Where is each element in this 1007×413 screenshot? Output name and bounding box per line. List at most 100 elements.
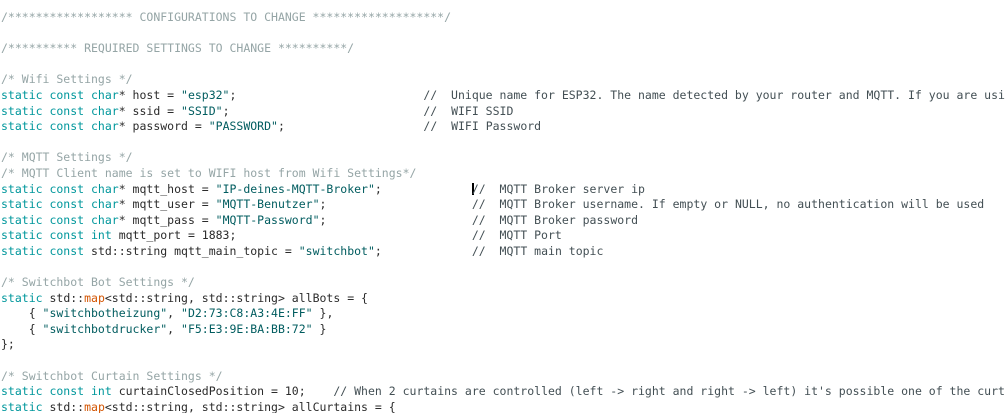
code-token-pl: ; <box>374 243 382 258</box>
code-token-pl <box>306 384 334 398</box>
code-token-c2: // MQTT Broker password <box>471 212 639 227</box>
code-token-kw: static const char <box>1 119 119 134</box>
code-line[interactable] <box>1 57 1007 73</box>
code-line[interactable]: /* Wifi Settings */ <box>1 72 1007 88</box>
code-line[interactable]: static const int curtainClosedPosition =… <box>1 384 1007 400</box>
code-token-pl: }; <box>1 337 15 352</box>
code-line[interactable]: static const char* mqtt_user = "MQTT-Ben… <box>1 197 1007 213</box>
code-token-c1: /********** REQUIRED SETTINGS TO CHANGE … <box>1 41 355 56</box>
code-token-pl: * mqtt_user = <box>118 197 216 212</box>
code-token-kw: static const char <box>1 212 119 227</box>
code-line[interactable]: /********** REQUIRED SETTINGS TO CHANGE … <box>1 41 1007 57</box>
code-line[interactable] <box>1 26 1007 42</box>
code-token-c2: // MQTT Port <box>471 228 562 243</box>
code-token-kw: static const int <box>1 384 112 399</box>
code-token-pl: * host = <box>118 87 182 102</box>
code-token-pl: mqtt_port = 1883; <box>111 228 237 243</box>
code-line[interactable]: static const char* ssid = "SSID"; // WIF… <box>1 104 1007 120</box>
code-token-fn: map <box>84 399 105 413</box>
code-token-str: "MQTT-Benutzer" <box>215 197 320 212</box>
code-line[interactable]: static const char* password = "PASSWORD"… <box>1 119 1007 135</box>
code-line[interactable]: static const char* host = "esp32"; // Un… <box>1 88 1007 104</box>
code-token-str: "IP-deines-MQTT-Broker" <box>215 181 375 196</box>
code-line[interactable]: /****************** CONFIGURATIONS TO CH… <box>1 10 1007 26</box>
code-line[interactable]: /* Switchbot Bot Settings */ <box>1 275 1007 291</box>
code-token-kw: static const char <box>1 103 119 118</box>
code-token-kw: static const <box>1 243 85 258</box>
code-token-c1: /* Switchbot Curtain Settings */ <box>1 368 223 383</box>
code-token-c2: // MQTT main topic <box>471 243 604 258</box>
code-token-str: "switchbotheizung" <box>42 306 168 321</box>
code-token-pl: * password = <box>118 119 209 134</box>
code-token-c2: // WIFI Password <box>423 119 542 134</box>
code-token-pl: * mqtt_pass = <box>118 212 216 227</box>
code-token-pl: } <box>312 321 327 336</box>
code-token-pl: <std::string, std::string> allCurtains =… <box>104 399 396 413</box>
code-token-str: "esp32" <box>181 87 230 102</box>
code-token-pl: <std::string, std::string> allBots = { <box>104 290 368 305</box>
code-line[interactable]: /* MQTT Settings */ <box>1 150 1007 166</box>
code-token-c1: /* MQTT Settings */ <box>1 150 133 165</box>
code-token-pl <box>382 244 472 258</box>
code-line[interactable]: static const char* mqtt_pass = "MQTT-Pas… <box>1 213 1007 229</box>
code-line[interactable]: static const std::string mqtt_main_topic… <box>1 244 1007 260</box>
code-token-pl: { <box>1 321 43 336</box>
code-token-pl: ; <box>229 87 237 102</box>
code-token-pl: ; <box>374 181 382 196</box>
code-token-str: "MQTT-Password" <box>215 212 320 227</box>
code-token-c1: /* MQTT Client name is set to WIFI host … <box>1 165 417 180</box>
code-line[interactable]: static std::map<std::string, std::string… <box>1 400 1007 413</box>
code-token-pl: ; <box>277 119 285 134</box>
code-token-c1: /****************** CONFIGURATIONS TO CH… <box>1 10 452 24</box>
code-token-pl <box>326 213 471 227</box>
code-token-pl: , <box>167 321 182 336</box>
code-token-pl: * ssid = <box>118 103 182 118</box>
code-token-pl <box>236 228 471 242</box>
code-token-str: "switchbot" <box>298 243 375 258</box>
code-token-c2: // Unique name for ESP32. The name detec… <box>423 87 1005 102</box>
code-token-pl: std::string mqtt_main_topic = <box>84 243 299 258</box>
code-line[interactable]: static const int mqtt_port = 1883; // MQ… <box>1 228 1007 244</box>
code-token-pl: ; <box>319 197 327 212</box>
code-token-pl: std:: <box>42 399 85 413</box>
code-token-pl: * mqtt_host = <box>118 181 216 196</box>
code-token-str: "PASSWORD" <box>208 119 278 134</box>
code-line[interactable]: }; <box>1 337 1007 353</box>
code-token-c2: // MQTT Broker username. If empty or NUL… <box>471 197 985 212</box>
code-token-str: "D2:73:C8:A3:4E:FF" <box>181 306 313 321</box>
code-token-c2: // MQTT Broker server ip <box>471 181 645 196</box>
code-token-pl <box>326 197 471 211</box>
code-token-kw: static const char <box>1 87 119 102</box>
code-token-c1: /* Wifi Settings */ <box>1 72 133 87</box>
code-token-fn: map <box>84 290 105 305</box>
code-token-pl <box>236 88 423 102</box>
code-token-str: "SSID" <box>181 103 223 118</box>
code-line[interactable]: /* Switchbot Curtain Settings */ <box>1 369 1007 385</box>
code-line[interactable]: { "switchbotdrucker", "F5:E3:9E:BA:BB:72… <box>1 322 1007 338</box>
code-token-pl: ; <box>222 103 230 118</box>
code-token-pl <box>285 119 423 133</box>
code-token-kw: static const int <box>1 228 112 243</box>
code-token-pl <box>382 182 472 196</box>
code-token-pl: std:: <box>42 290 85 305</box>
code-line[interactable]: static const char* mqtt_host = "IP-deine… <box>1 182 1007 198</box>
code-token-str: "F5:E3:9E:BA:BB:72" <box>181 321 313 336</box>
code-token-pl <box>230 104 424 118</box>
code-token-kw: static const char <box>1 181 119 196</box>
code-line[interactable]: static std::map<std::string, std::string… <box>1 291 1007 307</box>
code-line[interactable]: /* MQTT Client name is set to WIFI host … <box>1 166 1007 182</box>
code-line[interactable] <box>1 260 1007 276</box>
code-line[interactable] <box>1 135 1007 151</box>
code-token-c2: // WIFI SSID <box>423 103 514 118</box>
code-token-pl: curtainClosedPosition = 10; <box>111 384 306 399</box>
code-line[interactable]: { "switchbotheizung", "D2:73:C8:A3:4E:FF… <box>1 306 1007 322</box>
code-line[interactable] <box>1 353 1007 369</box>
text-cursor <box>471 182 474 195</box>
code-token-pl: ; <box>319 212 327 227</box>
code-token-kw: static <box>1 290 43 305</box>
code-token-c1: /* Switchbot Bot Settings */ <box>1 275 195 290</box>
code-token-pl: { <box>1 306 43 321</box>
code-token-kw: static const char <box>1 197 119 212</box>
code-token-pl: }, <box>312 306 334 321</box>
